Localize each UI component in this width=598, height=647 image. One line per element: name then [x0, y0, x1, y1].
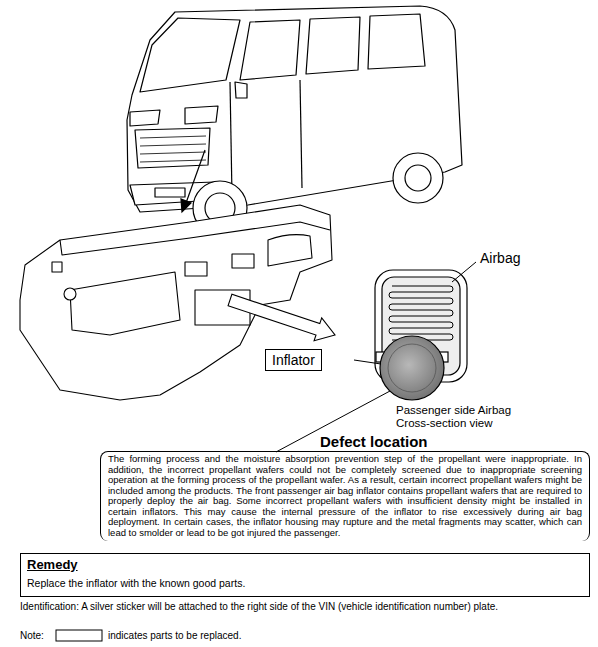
airbag-cross-section: [375, 270, 467, 400]
leader-line: [354, 360, 381, 364]
dashboard-drawing: [52, 262, 62, 272]
part-name: Airbag: [480, 250, 520, 266]
pointer-arrow: [186, 150, 205, 203]
pointer-arrow: [181, 199, 191, 212]
van-drawing: [405, 165, 431, 191]
van-drawing: [130, 110, 160, 126]
remedy-text: Replace the inflator with the known good…: [27, 577, 583, 590]
note-text: Note:: [20, 630, 44, 642]
airbag-cross-section: [388, 344, 436, 392]
note-text: indicates parts to be replaced.: [108, 630, 241, 642]
note-text: Identification: A silver sticker will be…: [20, 601, 590, 613]
van-drawing: [127, 6, 462, 235]
van-drawing: [135, 128, 210, 168]
van-drawing: [140, 18, 240, 92]
dashboard-drawing: [70, 272, 180, 335]
dashboard-drawing: [268, 235, 312, 266]
airbag-cross-section: [380, 336, 444, 400]
van-drawing: [300, 80, 302, 188]
van-drawing: [306, 17, 360, 74]
van-drawing: [368, 14, 425, 69]
dashboard-drawing: [232, 254, 254, 268]
van-drawing: [230, 82, 232, 196]
van-drawing: [240, 20, 300, 80]
van-drawing: [155, 188, 185, 197]
van-drawing: [185, 106, 218, 124]
pointer-arrow: [228, 294, 335, 340]
section-heading: Defect location: [100, 432, 590, 451]
van-drawing: [393, 153, 443, 203]
bracket-frame: The forming process and the moisture abs…: [100, 451, 590, 541]
airbag-cross-section: [389, 286, 453, 340]
dashboard-drawing: [185, 262, 207, 276]
van-drawing: [127, 6, 462, 212]
defect-panel: Defect locationThe forming process and t…: [100, 432, 590, 541]
van-drawing: [140, 136, 206, 162]
part-name: Inflator: [272, 352, 315, 368]
defect-description: The forming process and the moisture abs…: [108, 454, 582, 538]
part-label-box: Inflator: [265, 349, 322, 371]
remedy-box: RemedyReplace the inflator with the know…: [20, 553, 590, 597]
section-heading: Remedy: [27, 557, 583, 573]
pointer-arrow: [181, 150, 205, 212]
dashboard-drawing: [64, 288, 76, 300]
dashboard-drawing: [20, 205, 332, 400]
dashboard-drawing: [20, 205, 332, 400]
view-caption: Passenger side Airbag Cross-section view: [396, 404, 531, 430]
van-drawing: [235, 82, 247, 98]
replacement-mark: [56, 630, 102, 641]
leader-line: [452, 262, 476, 282]
